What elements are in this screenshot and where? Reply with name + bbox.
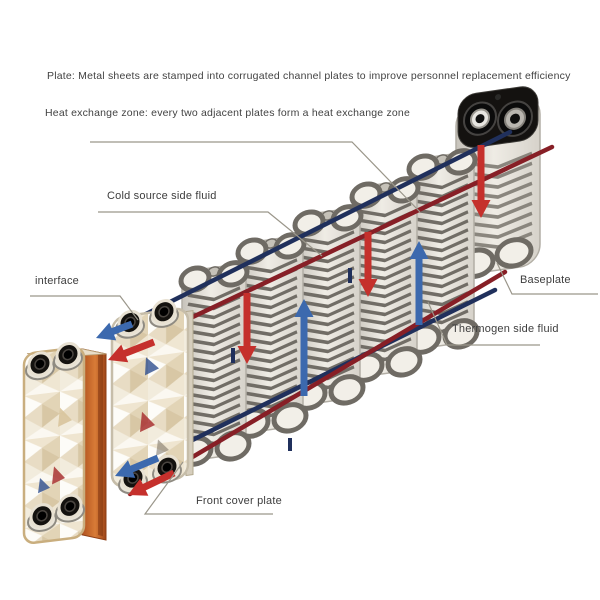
baseplate-port <box>497 100 533 137</box>
leader-line <box>427 301 540 346</box>
baseplate-plate <box>455 86 541 279</box>
cold-flow-line-top <box>127 129 513 325</box>
hot-inlet-arrow <box>128 469 176 496</box>
baseplate-port <box>463 101 497 136</box>
plate-annotation: Plate: Metal sheets are stamped into cor… <box>47 70 571 82</box>
leader-line <box>496 262 598 295</box>
cold-inlet-arrow <box>115 454 160 478</box>
front-cover-label: Front cover plate <box>196 495 282 507</box>
port-ring <box>385 346 423 378</box>
port <box>25 351 55 381</box>
port <box>53 342 83 371</box>
cold-outlet-arrow <box>96 320 134 341</box>
channel-plate-4 <box>347 176 423 383</box>
hot-outlet-arrow <box>108 338 156 363</box>
port-ring <box>271 402 309 434</box>
hot-flow-arrow <box>358 232 378 297</box>
port <box>149 299 179 328</box>
port <box>27 503 57 532</box>
leader-line <box>98 211 323 257</box>
cold-flow-arrow <box>409 241 429 325</box>
port <box>55 493 85 523</box>
leader-line <box>30 295 139 321</box>
port-ring <box>442 318 480 350</box>
port-ring <box>494 237 534 269</box>
heat-zone-annotation: Heat exchange zone: every two adjacent p… <box>45 107 411 119</box>
port-ring <box>328 374 366 406</box>
chevron-corrugation <box>415 174 469 334</box>
hot-flow-arrow <box>471 145 491 218</box>
interface-label: interface <box>35 275 79 287</box>
assembled-exchanger <box>22 342 107 544</box>
thermogen-label: Thermogen side fluid <box>452 323 559 335</box>
cold-flow-arrow <box>294 299 314 396</box>
baseplate-label: Baseplate <box>520 274 571 286</box>
leader-line <box>143 461 273 515</box>
leader-line <box>90 141 421 213</box>
channel-plate-3 <box>290 204 366 411</box>
cold-source-label: Cold source side fluid <box>107 190 217 202</box>
coupling-tick <box>231 268 352 451</box>
hot-flow-arrow <box>237 293 257 364</box>
